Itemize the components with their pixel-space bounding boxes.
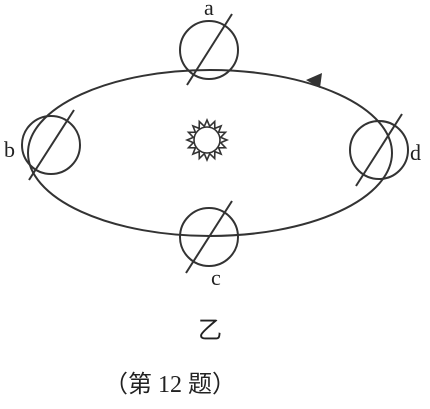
- label-c: c: [211, 265, 221, 290]
- earth-position-b: [21, 109, 81, 181]
- sun-disc: [193, 126, 221, 154]
- earth-b-globe: [21, 115, 81, 175]
- earth-a-axis: [186, 13, 233, 86]
- sun-rays: [184, 117, 230, 163]
- earth-position-a: [179, 13, 239, 86]
- label-b: b: [4, 137, 15, 162]
- earth-position-c: [179, 200, 239, 274]
- earth-d-globe: [349, 120, 409, 180]
- earth-b-axis: [28, 109, 75, 181]
- earth-c-globe: [179, 207, 239, 267]
- earth-position-d: [349, 113, 409, 187]
- sun-icon: [184, 117, 230, 163]
- figure-sub-label: 乙: [198, 318, 222, 344]
- label-d: d: [410, 140, 421, 165]
- figure-caption: （第 12 题）: [104, 371, 236, 398]
- orbit-direction-arrow-icon: [306, 73, 322, 88]
- earth-c-axis: [185, 200, 233, 274]
- label-a: a: [204, 0, 214, 20]
- earth-a-globe: [179, 20, 239, 80]
- earth-d-axis: [355, 113, 403, 187]
